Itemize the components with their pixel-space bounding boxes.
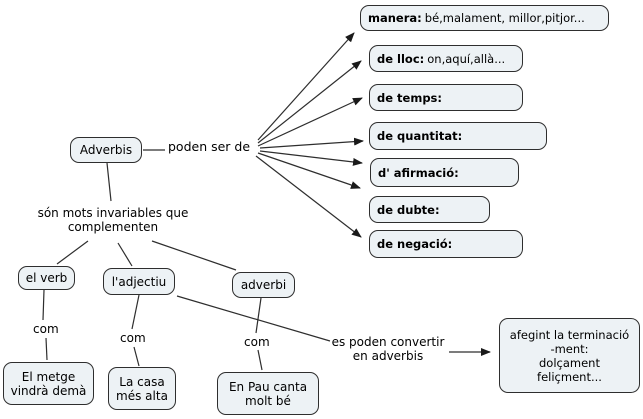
type-examples: bé,malament, millor,pitjor...	[424, 11, 585, 25]
type-label: d' afirmació:	[378, 165, 459, 180]
edge-com-exadjectiu	[133, 346, 140, 367]
type-label: de quantitat:	[377, 129, 463, 143]
edge-adverbis-note	[106, 162, 112, 202]
link-phrase-com-verb[interactable]: com	[33, 322, 59, 336]
node-type-de-negacio[interactable]: de negació:	[369, 230, 523, 258]
edge-verb-com	[42, 289, 45, 321]
edge-poden-quantitat	[259, 137, 364, 149]
node-type-d-afirmacio[interactable]: d' afirmació:	[370, 158, 519, 187]
node-type-de-dubte[interactable]: de dubte:	[369, 196, 490, 223]
edge-poden-afirmacio	[259, 150, 363, 166]
edge-note-adjectiu	[117, 242, 133, 267]
type-examples: on,aquí,allà...	[427, 51, 506, 66]
node-convert-result[interactable]: afegint la terminació -ment: dolçament f…	[499, 318, 640, 393]
edge-poden-temps	[257, 97, 363, 147]
node-example-adjectiu[interactable]: La casa més alta	[108, 367, 176, 410]
type-label: de negació:	[377, 237, 453, 251]
edge-adjectiu-com	[131, 294, 140, 330]
link-phrase-com-adjectiu[interactable]: com	[120, 331, 146, 345]
node-type-manera[interactable]: manera: bé,malament, millor,pitjor...	[360, 5, 609, 31]
type-label: de temps:	[377, 90, 442, 105]
edge-poden-negacio	[255, 155, 362, 238]
link-phrase-com-adverbi[interactable]: com	[244, 335, 270, 349]
type-label: de lloc:	[377, 51, 425, 66]
node-type-de-quantitat[interactable]: de quantitat:	[369, 122, 547, 150]
link-phrase-convert-note[interactable]: es poden convertir en adverbis	[331, 335, 445, 363]
edge-adjectiu-convert	[176, 295, 331, 342]
node-l-adjectiu[interactable]: l'adjectiu	[103, 268, 175, 295]
edge-poden-lloc	[257, 60, 362, 144]
node-type-de-lloc[interactable]: de lloc: on,aquí,allà...	[369, 45, 523, 72]
type-label: manera:	[368, 11, 422, 25]
node-el-verb[interactable]: el verb	[18, 266, 75, 290]
edge-com-exadverbi	[257, 349, 263, 371]
type-label: de dubte:	[377, 202, 440, 217]
node-example-adverbi[interactable]: En Pau canta molt bé	[217, 372, 319, 415]
edge-note-adverbi	[151, 240, 237, 271]
edge-com-exverb	[45, 337, 48, 361]
edge-adverbi-com	[255, 297, 262, 334]
link-phrase-poden-ser-de[interactable]: poden ser de	[168, 139, 251, 154]
node-example-verb[interactable]: El metge vindrà demà	[3, 362, 94, 405]
edge-poden-manera	[257, 32, 355, 141]
node-adverbi[interactable]: adverbi	[232, 272, 295, 298]
edge-poden-dubte	[257, 152, 361, 189]
link-phrase-invariable-note[interactable]: són mots invariables que complementen	[37, 206, 189, 234]
node-adverbis[interactable]: Adverbis	[70, 137, 142, 163]
node-type-de-temps[interactable]: de temps:	[369, 84, 523, 111]
edge-note-verb	[56, 240, 89, 265]
